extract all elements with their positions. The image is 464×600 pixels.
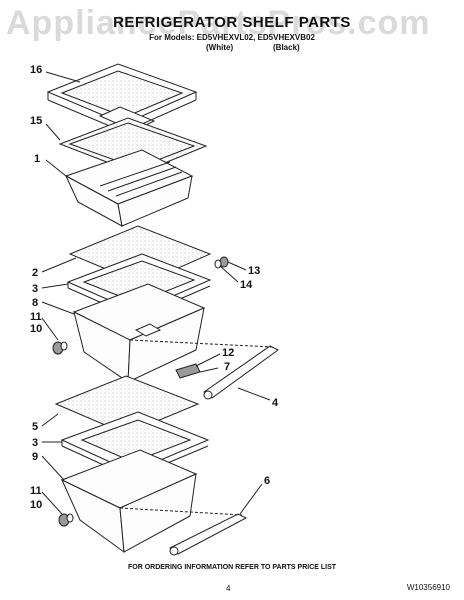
- document-code: W10356910: [406, 583, 450, 592]
- screw-10-washer-11-lower: [58, 513, 74, 527]
- page-number: 4: [226, 584, 231, 593]
- callout-8: 8: [32, 297, 38, 309]
- callout-2: 2: [32, 267, 38, 279]
- callout-10-lower: 10: [30, 499, 42, 511]
- callout-12: 12: [222, 347, 234, 359]
- leader-lines: [41, 71, 271, 515]
- callout-6: 6: [264, 475, 270, 487]
- rail-6: [169, 513, 248, 556]
- callout-3-upper: 3: [32, 283, 38, 295]
- rail-4: [203, 345, 279, 400]
- shelf-bin-1: [64, 149, 194, 227]
- ordering-info-note: FOR ORDERING INFORMATION REFER TO PARTS …: [127, 564, 337, 571]
- crisper-cover-frame-3-lower: [60, 411, 210, 479]
- variant-white-label: (White): [206, 43, 234, 52]
- callout-10-upper: 10: [30, 323, 42, 335]
- callout-5: 5: [32, 421, 38, 433]
- callout-11-lower: 11: [30, 485, 42, 497]
- callout-14: 14: [240, 279, 253, 291]
- callout-13: 13: [248, 265, 260, 277]
- variant-black-label: (Black): [273, 43, 300, 52]
- callout-7: 7: [224, 361, 230, 373]
- callout-3-lower: 3: [32, 437, 38, 449]
- callout-labels: 16 15 1 2 3 8 11 10 13 14 12 7 4 5 3 9 1…: [30, 64, 279, 511]
- callout-15: 15: [30, 115, 42, 127]
- callout-9: 9: [32, 451, 38, 463]
- crisper-drawer-9: [60, 449, 198, 554]
- screw-10-washer-11-upper: [52, 341, 68, 355]
- callout-4: 4: [272, 397, 279, 409]
- crisper-drawer-8: [72, 283, 206, 383]
- callout-11-upper: 11: [30, 311, 42, 323]
- screw-13-washer-14: [214, 256, 229, 269]
- watermark: AppliancePartsPros.com: [6, 4, 431, 42]
- lower-glass-5: [54, 375, 200, 435]
- model-numbers: For Models: ED5VHEXVL02, ED5VHEXVB02: [149, 33, 315, 42]
- callout-1: 1: [34, 153, 40, 165]
- callout-16: 16: [30, 64, 42, 76]
- diagram-title: REFRIGERATOR SHELF PARTS: [113, 14, 351, 31]
